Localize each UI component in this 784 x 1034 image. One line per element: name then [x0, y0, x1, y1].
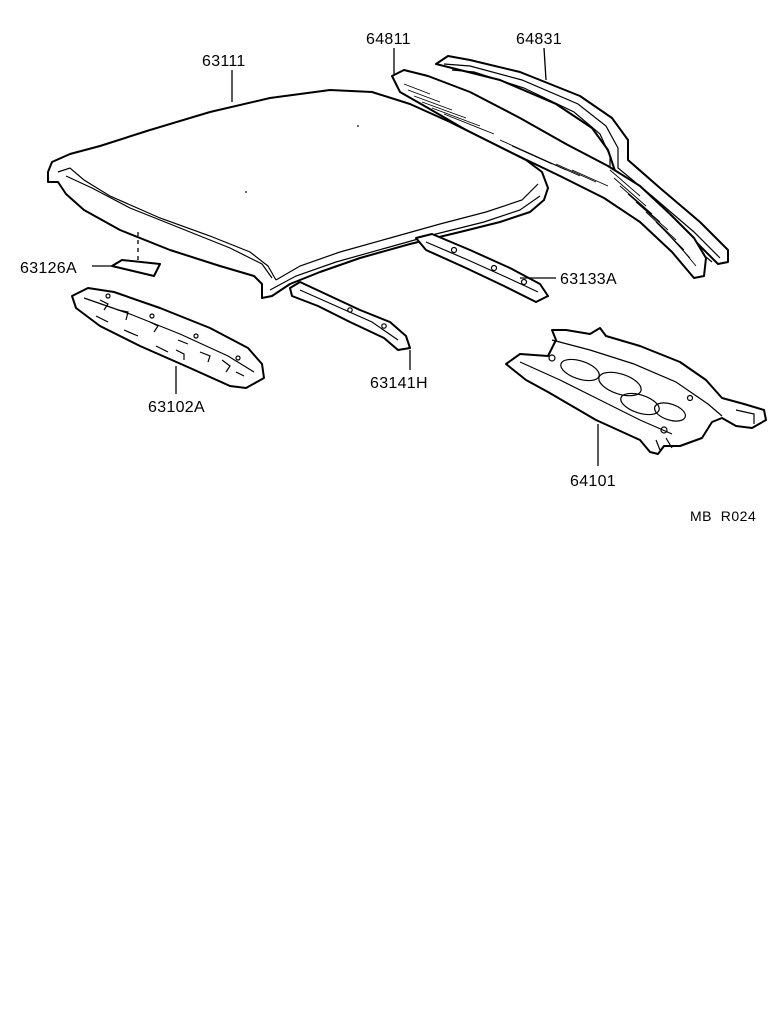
label-64831: 64831: [516, 31, 562, 48]
package-tray-panel[interactable]: [505, 327, 767, 455]
roof-silencer-pad[interactable]: [111, 232, 161, 277]
label-63126A: 63126A: [20, 260, 77, 277]
label-64811: 64811: [366, 31, 411, 48]
diagram-code: MB R024: [690, 508, 756, 524]
roof-panel[interactable]: [47, 89, 549, 299]
back-window-upper-frame[interactable]: [391, 69, 707, 279]
roof-side-rail[interactable]: [289, 281, 411, 351]
leader-lines: [92, 47, 599, 466]
label-63141H: 63141H: [370, 375, 428, 392]
label-63111: 63111: [202, 53, 246, 70]
front-roof-header[interactable]: [71, 287, 265, 389]
label-63102A: 63102A: [148, 399, 205, 416]
label-63133A: 63133A: [560, 271, 617, 288]
roof-rear-reinforcement[interactable]: [415, 233, 549, 303]
label-64101: 64101: [570, 473, 616, 490]
